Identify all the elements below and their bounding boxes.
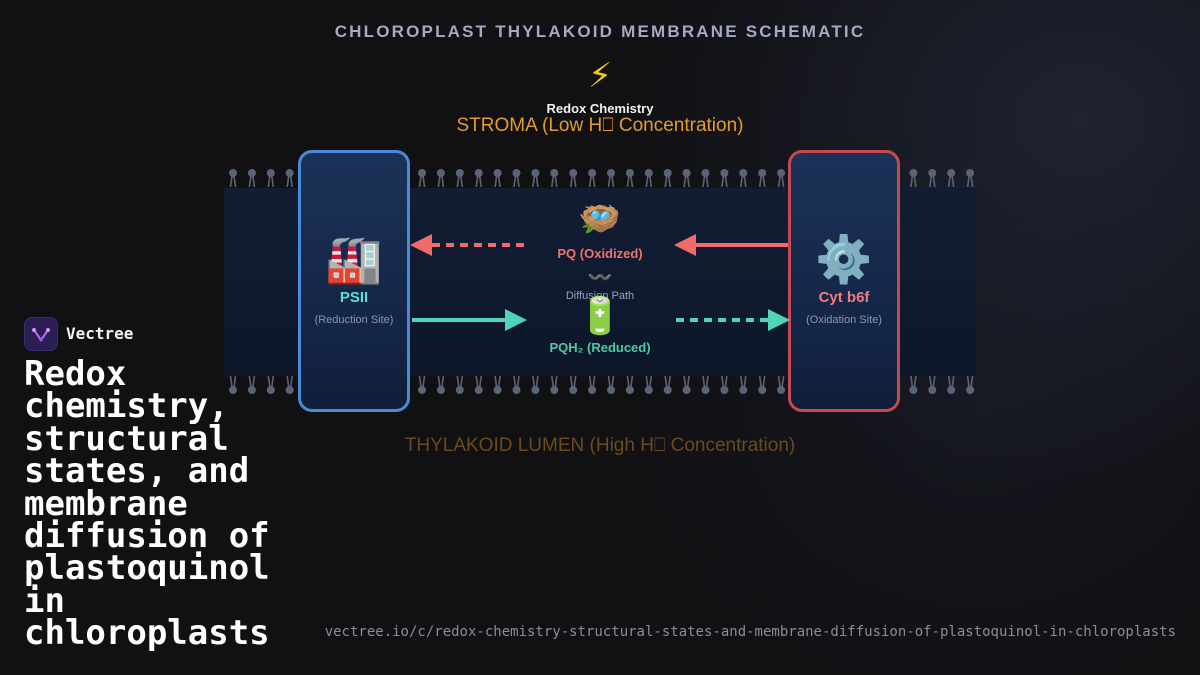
lipid-bottom <box>531 375 540 394</box>
diagram-title: CHLOROPLAST THYLAKOID MEMBRANE SCHEMATIC <box>334 22 866 41</box>
arrow-pqh2-to-cyt <box>676 309 790 331</box>
lipid-top <box>569 169 578 188</box>
lipid-top <box>474 169 483 188</box>
lightning-icon: ⚡ <box>588 57 612 95</box>
lipid-top <box>247 169 256 188</box>
lipid-bottom <box>682 375 691 394</box>
page-url[interactable]: vectree.io/c/redox-chemistry-structural-… <box>324 624 1176 640</box>
lipid-top <box>229 169 237 188</box>
lipid-bottom <box>266 375 275 394</box>
lipid-bottom <box>229 375 237 394</box>
lipid-bottom <box>550 375 559 394</box>
arrow-pq-to-psii <box>410 234 524 256</box>
lipid-bottom <box>607 375 615 394</box>
lipid-top <box>758 169 767 188</box>
cyt-b6f-name: Cyt b6f <box>818 289 870 306</box>
lipid-bottom <box>285 375 294 394</box>
lipid-top <box>266 169 275 188</box>
pqh2-reduced-label: PQH₂ (Reduced) <box>549 340 651 355</box>
lipid-bottom <box>474 375 483 394</box>
lipid-bottom <box>436 375 445 394</box>
lipid-top <box>418 169 426 188</box>
lipid-top <box>588 169 597 188</box>
lipid-top <box>720 169 729 188</box>
arrow-psii-to-pqh2 <box>412 309 527 331</box>
lipid-top <box>455 169 464 188</box>
brand-name: Vectree <box>66 324 134 343</box>
lipid-top <box>436 169 445 188</box>
lipid-bottom <box>418 375 426 394</box>
lipid-bottom <box>947 375 956 394</box>
factory-icon: 🏭 <box>325 233 383 285</box>
lipid-bottom <box>777 375 786 394</box>
arrow-cyt-to-pq <box>674 234 788 256</box>
lipid-bottom <box>247 375 256 394</box>
lipid-bottom <box>701 375 710 394</box>
cyt-b6f-complex[interactable]: ⚙️ Cyt b6f (Oxidation Site) <box>788 150 900 412</box>
lipid-top <box>512 169 521 188</box>
vectree-logo-icon <box>32 328 50 342</box>
lipid-top <box>285 169 294 188</box>
psii-site: (Reduction Site) <box>314 314 394 326</box>
lipid-top <box>644 169 653 188</box>
lipid-top <box>550 169 559 188</box>
wave-icon: 〰️ <box>587 267 613 289</box>
psii-name: PSII <box>339 289 369 306</box>
lipid-bottom <box>720 375 729 394</box>
nest-icon: 🪺 <box>578 200 622 238</box>
lipid-top <box>966 169 975 188</box>
lipid-top <box>607 169 615 188</box>
lipid-top <box>777 169 786 188</box>
battery-icon: 🔋 <box>577 295 623 336</box>
lipid-top <box>493 169 502 188</box>
lipid-bottom <box>663 375 672 394</box>
vectree-logo <box>24 317 58 351</box>
pq-oxidized-label: PQ (Oxidized) <box>557 246 643 261</box>
diffusion-path-label: Diffusion Path <box>565 290 635 302</box>
lumen-label: THYLAKOID LUMEN (High H⎕ Concentration) <box>404 435 796 456</box>
lipid-bottom <box>569 375 578 394</box>
lipid-top <box>701 169 710 188</box>
redox-chemistry-label: Redox Chemistry <box>546 101 654 116</box>
page-headline: Redox chemistry, structural states, and … <box>24 354 270 654</box>
lipid-bottom <box>739 375 748 394</box>
gear-icon: ⚙️ <box>815 233 873 285</box>
lipid-top <box>682 169 691 188</box>
lipid-bottom <box>966 375 975 394</box>
lipid-bottom <box>625 375 634 394</box>
lipid-top <box>947 169 956 188</box>
lipid-top <box>739 169 748 188</box>
psii-complex[interactable]: 🏭 PSII (Reduction Site) <box>298 150 410 412</box>
lipid-bottom <box>493 375 502 394</box>
lipid-bottom <box>909 375 918 394</box>
lipid-top <box>909 169 918 188</box>
lipid-bottom <box>512 375 521 394</box>
lipid-bottom <box>758 375 767 394</box>
stroma-label: STROMA (Low H⎕ Concentration) <box>456 115 744 136</box>
lipid-top <box>625 169 634 188</box>
lipid-top <box>928 169 937 188</box>
lipid-bottom <box>644 375 653 394</box>
lipid-bottom <box>455 375 464 394</box>
lipid-top <box>531 169 540 188</box>
cyt-b6f-site: (Oxidation Site) <box>806 314 882 326</box>
lipid-bottom <box>928 375 937 394</box>
lipid-bottom <box>588 375 597 394</box>
lipid-top <box>663 169 672 188</box>
